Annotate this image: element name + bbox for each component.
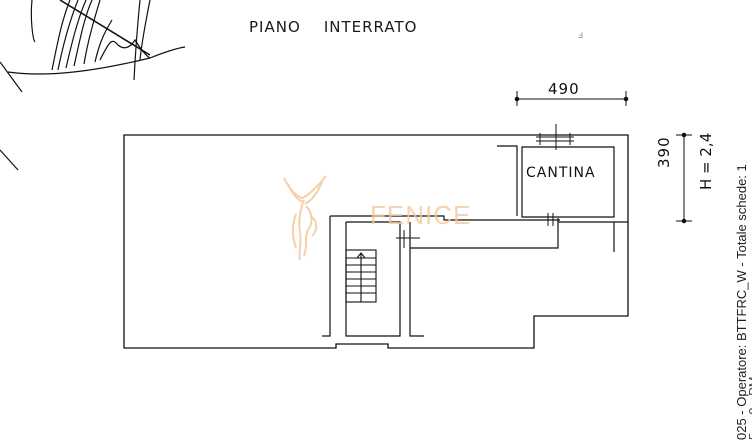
staircase (345, 249, 377, 303)
plan-title: PIANO INTERRATO (249, 18, 418, 36)
room-label-cantina: CANTINA (526, 165, 596, 181)
ceiling-height-note: H = 2,4 (697, 132, 715, 190)
depth-dimension-label: 390 (655, 136, 673, 168)
watermark-brand: FENICE (370, 200, 472, 230)
dimension-line-width (514, 91, 629, 106)
stair-direction-arrow-icon (356, 252, 366, 259)
width-dimension-label: 490 (548, 80, 580, 98)
signature-scribble (0, 0, 186, 171)
dimension-line-depth (676, 132, 692, 224)
interior-walls (322, 145, 628, 337)
margin-stamp-line2: 5 ... 0 - PM ... (746, 361, 752, 440)
corner-mark: ⅎ (578, 30, 584, 41)
door-markers (396, 124, 574, 248)
outer-walls (123, 134, 629, 349)
phoenix-icon (283, 175, 327, 261)
